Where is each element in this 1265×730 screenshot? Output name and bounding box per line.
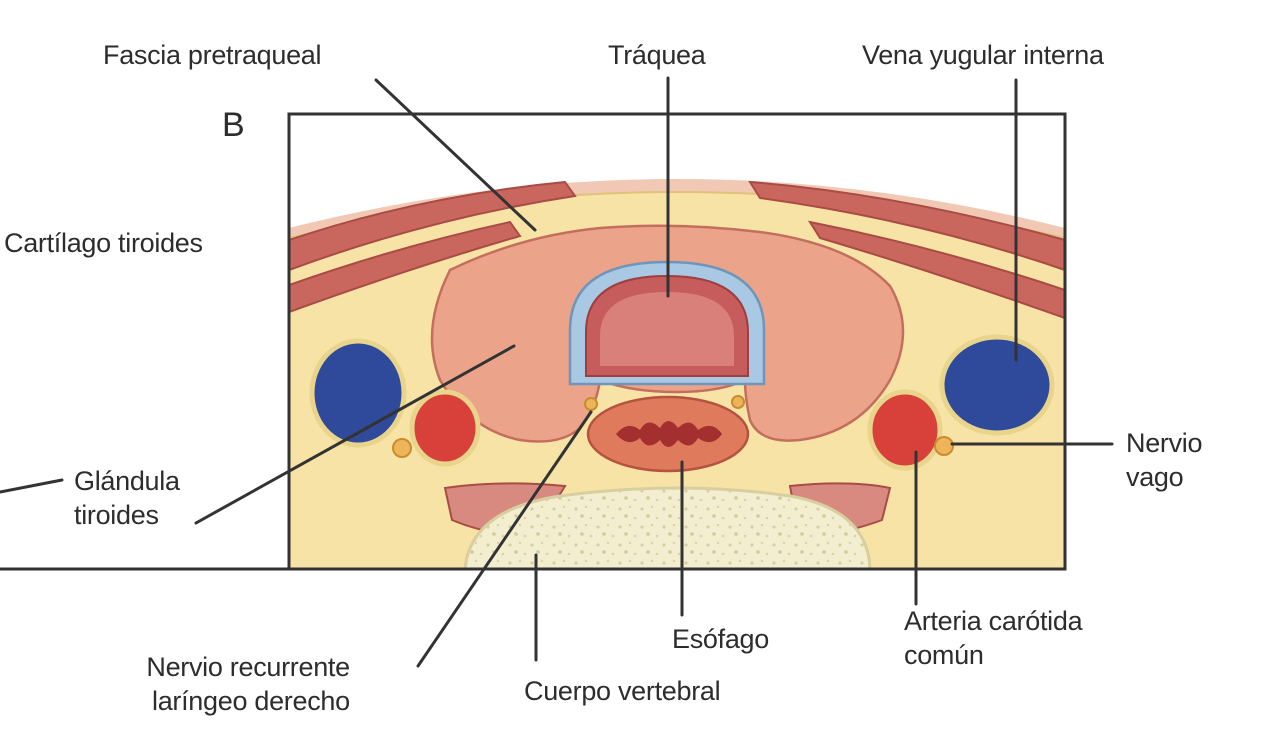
label-glandula-tiroides: Glándula tiroides — [74, 464, 180, 532]
leader-glandula-tiroides-left — [0, 478, 64, 494]
left-vagus-nerve — [392, 438, 412, 458]
left-internal-jugular-vein — [309, 338, 407, 448]
panel-letter: B — [222, 106, 245, 144]
right-recurrent-laryngeal-nerve — [584, 397, 598, 411]
label-fascia-pretraqueal: Fascia pretraqueal — [103, 40, 322, 70]
label-glandula-tiroides-line1: Glándula — [74, 466, 180, 496]
label-nervio-vago-line1: Nervio — [1126, 428, 1203, 458]
label-nervio-recurrente: Nervio recurrente laríngeo derecho — [144, 650, 350, 718]
label-cuerpo-vertebral: Cuerpo vertebral — [524, 676, 721, 706]
label-cartilago-tiroides: Cartílago tiroides — [4, 228, 203, 258]
leader-fascia-pretraqueal — [374, 78, 537, 232]
label-glandula-tiroides-line2: tiroides — [74, 500, 159, 530]
label-nervio-recurrente-line1: Nervio recurrente — [146, 652, 350, 682]
label-esofago: Esófago — [672, 624, 769, 654]
label-vena-yugular-interna: Vena yugular interna — [862, 40, 1104, 70]
right-vagus-nerve — [934, 436, 954, 456]
left-strap-muscle-lower — [289, 220, 522, 314]
left-strap-muscle-upper — [289, 180, 577, 272]
left-recurrent-laryngeal-nerve — [731, 395, 745, 409]
right-strap-muscle-upper — [748, 180, 1065, 272]
label-nervio-recurrente-line2: laríngeo derecho — [152, 686, 350, 716]
leader-nervio-recurrente — [416, 410, 593, 668]
label-arteria-carotida-comun: Arteria carótida común — [904, 604, 1083, 672]
right-common-carotid-artery — [867, 389, 943, 471]
right-strap-muscle-lower — [807, 220, 1065, 320]
label-nervio-vago-line2: vago — [1126, 462, 1184, 492]
label-arteria-carotida-line1: Arteria carótida — [904, 606, 1083, 636]
label-traquea: Tráquea — [608, 40, 706, 70]
trachea-lumen — [600, 292, 734, 366]
label-arteria-carotida-line2: común — [904, 640, 984, 670]
left-common-carotid-artery — [409, 389, 481, 467]
label-nervio-vago: Nervio vago — [1126, 426, 1203, 494]
leader-glandula-tiroides — [194, 344, 516, 525]
right-internal-jugular-vein — [939, 334, 1055, 436]
esophagus-lumen — [616, 421, 722, 447]
vertebral-body-shape — [463, 486, 872, 569]
